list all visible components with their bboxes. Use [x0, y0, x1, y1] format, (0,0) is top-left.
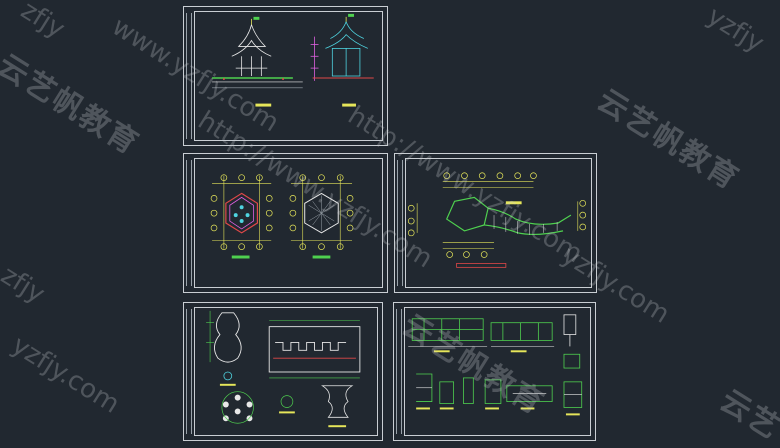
hexagon-plan-drawing: [210, 174, 354, 259]
title-strip: [186, 309, 192, 434]
drawing-sheet-1[interactable]: [183, 6, 388, 146]
drawing-sheet-4[interactable]: [183, 302, 383, 441]
title-strip: [397, 160, 403, 286]
watermark-fragment-topright: yzfjy: [701, 1, 770, 59]
sheet-border: [194, 11, 383, 141]
title-strip: [396, 309, 402, 434]
sheet-border: [194, 307, 378, 436]
detail-drawings-a: [206, 310, 361, 428]
watermark-brand-left: 云艺帆教育: [0, 47, 146, 163]
watermark-fragment-left: zfjy: [0, 260, 50, 310]
watermark-fragment-bottomright: 云艺: [713, 383, 780, 447]
corridor-plan-drawing: [407, 172, 587, 268]
sheet-border: [404, 307, 591, 436]
drawing-sheet-5[interactable]: [393, 302, 596, 441]
title-strip: [186, 13, 192, 139]
sheet-border: [405, 158, 592, 288]
watermark-url-bottomleft: yzfjy.com: [6, 330, 125, 420]
drawing-sheet-3[interactable]: [394, 153, 597, 293]
sheet-border: [194, 158, 383, 288]
title-strip: [186, 160, 192, 286]
watermark-brand-right: 云艺帆教育: [591, 82, 746, 198]
watermark-fragment-topleft: zfjy: [15, 0, 70, 45]
pavilion-elevation-drawing: [212, 13, 374, 107]
detail-drawings-b: [408, 314, 583, 416]
drawing-sheet-2[interactable]: [183, 153, 388, 293]
